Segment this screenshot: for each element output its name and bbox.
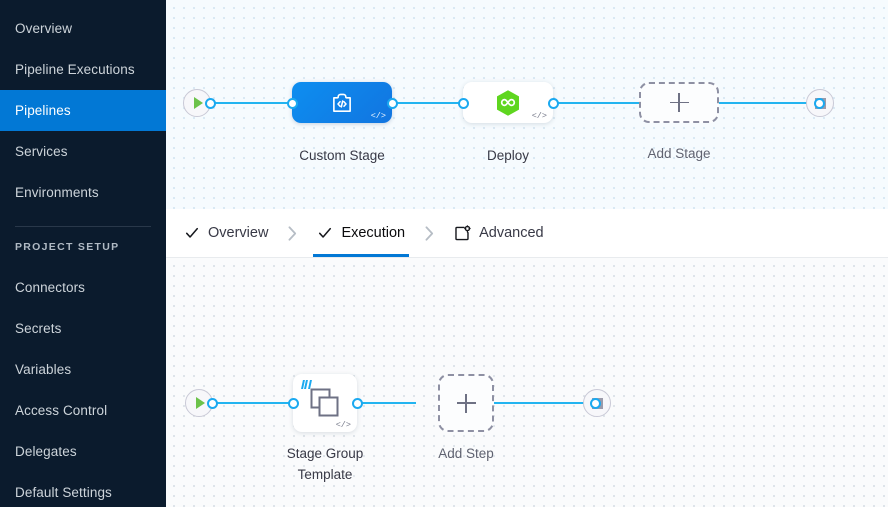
edge-start-to-stage-group-template — [208, 402, 338, 404]
code-badge: </> — [370, 110, 386, 121]
sidebar-item-pipeline-executions[interactable]: Pipeline Executions — [0, 49, 166, 90]
main-content: </> Custom Stage </> Deploy — [166, 0, 888, 507]
sidebar-item-default-settings[interactable]: Default Settings — [0, 472, 166, 507]
play-icon — [194, 97, 203, 109]
plus-icon — [669, 93, 689, 112]
port-end-in[interactable] — [814, 98, 825, 109]
port-custom-stage-in[interactable] — [287, 98, 298, 109]
plus-icon — [456, 393, 476, 413]
stage-group-template-icon — [310, 388, 339, 417]
port-start-out[interactable] — [205, 98, 216, 109]
tab-overview[interactable]: Overview — [180, 209, 272, 257]
step-label-stage-group-template: Stage Group Template — [286, 446, 364, 482]
tab-label: Advanced — [479, 225, 544, 241]
play-icon — [196, 397, 205, 409]
template-indicator-icon — [301, 380, 312, 389]
stage-config-tabs: Overview Execution — [166, 209, 888, 258]
edge-start-to-custom-stage — [206, 102, 336, 104]
tab-separator-chevron-icon — [409, 225, 450, 241]
sidebar-item-connectors[interactable]: Connectors — [0, 267, 166, 308]
stage-label-deploy: Deploy — [486, 148, 530, 163]
step-label-add-step: Add Step — [438, 446, 494, 461]
stage-graph-canvas[interactable]: </> Custom Stage </> Deploy — [166, 0, 888, 209]
port-deploy-out[interactable] — [548, 98, 559, 109]
sidebar-item-services[interactable]: Services — [0, 131, 166, 172]
tab-label: Execution — [341, 225, 406, 241]
deploy-hexagon-icon — [497, 89, 519, 116]
port-stage-group-template-out[interactable] — [352, 398, 363, 409]
sidebar-item-label: Pipeline Executions — [15, 62, 135, 77]
sidebar-item-overview[interactable]: Overview — [0, 8, 166, 49]
sidebar-item-label: Variables — [15, 362, 72, 377]
check-icon — [185, 227, 199, 238]
port-step-start-out[interactable] — [207, 398, 218, 409]
edge-add-step-to-end — [466, 402, 596, 404]
sidebar-item-access-control[interactable]: Access Control — [0, 390, 166, 431]
code-badge: </> — [335, 419, 351, 430]
stage-label-custom-stage: Custom Stage — [299, 148, 385, 163]
add-stage-button[interactable] — [639, 82, 719, 123]
add-step-button[interactable] — [438, 374, 494, 432]
stage-label-add-stage: Add Stage — [647, 146, 711, 161]
sidebar-item-delegates[interactable]: Delegates — [0, 431, 166, 472]
step-node-stage-group-template[interactable]: </> — [293, 374, 357, 432]
edge-deploy-to-add-stage — [506, 102, 681, 104]
port-custom-stage-out[interactable] — [387, 98, 398, 109]
sidebar-item-label: Pipelines — [15, 103, 71, 118]
custom-stage-code-icon — [333, 93, 351, 112]
stage-node-custom-stage[interactable]: </> — [292, 82, 392, 123]
stage-graph: </> Custom Stage </> Deploy — [166, 0, 888, 209]
sidebar-item-variables[interactable]: Variables — [0, 349, 166, 390]
advanced-settings-icon — [455, 224, 471, 240]
sidebar-item-pipelines[interactable]: Pipelines — [0, 90, 166, 131]
sidebar-divider — [15, 226, 151, 227]
stage-node-deploy[interactable]: </> — [463, 82, 553, 123]
sidebar-item-label: Overview — [15, 21, 73, 36]
step-start-node[interactable] — [185, 389, 213, 417]
sidebar-item-label: Access Control — [15, 403, 108, 418]
port-stage-group-template-in[interactable] — [288, 398, 299, 409]
sidebar-item-label: Connectors — [15, 280, 86, 295]
sidebar-item-label: Environments — [15, 185, 99, 200]
sidebar-item-environments[interactable]: Environments — [0, 172, 166, 213]
sidebar-item-label: Secrets — [15, 321, 62, 336]
edge-add-stage-to-end — [676, 102, 821, 104]
port-deploy-in[interactable] — [458, 98, 469, 109]
sidebar-section-project-setup: PROJECT SETUP — [15, 241, 120, 253]
port-step-end-in[interactable] — [590, 398, 601, 409]
check-icon — [319, 227, 332, 238]
tab-label: Overview — [208, 225, 269, 241]
step-graph: </> Stage Group Template Add Step — [166, 258, 888, 507]
step-graph-canvas[interactable]: </> Stage Group Template Add Step — [166, 258, 888, 507]
sidebar-item-label: Services — [15, 144, 68, 159]
tab-advanced[interactable]: Advanced — [450, 209, 548, 257]
sidebar: Overview Pipeline Executions Pipelines S… — [0, 0, 166, 507]
tab-separator-chevron-icon — [272, 225, 313, 241]
sidebar-item-secrets[interactable]: Secrets — [0, 308, 166, 349]
tab-execution[interactable]: Execution — [313, 209, 409, 257]
code-badge: </> — [531, 110, 547, 121]
sidebar-item-label: Default Settings — [15, 485, 112, 500]
sidebar-item-label: Delegates — [15, 444, 77, 459]
